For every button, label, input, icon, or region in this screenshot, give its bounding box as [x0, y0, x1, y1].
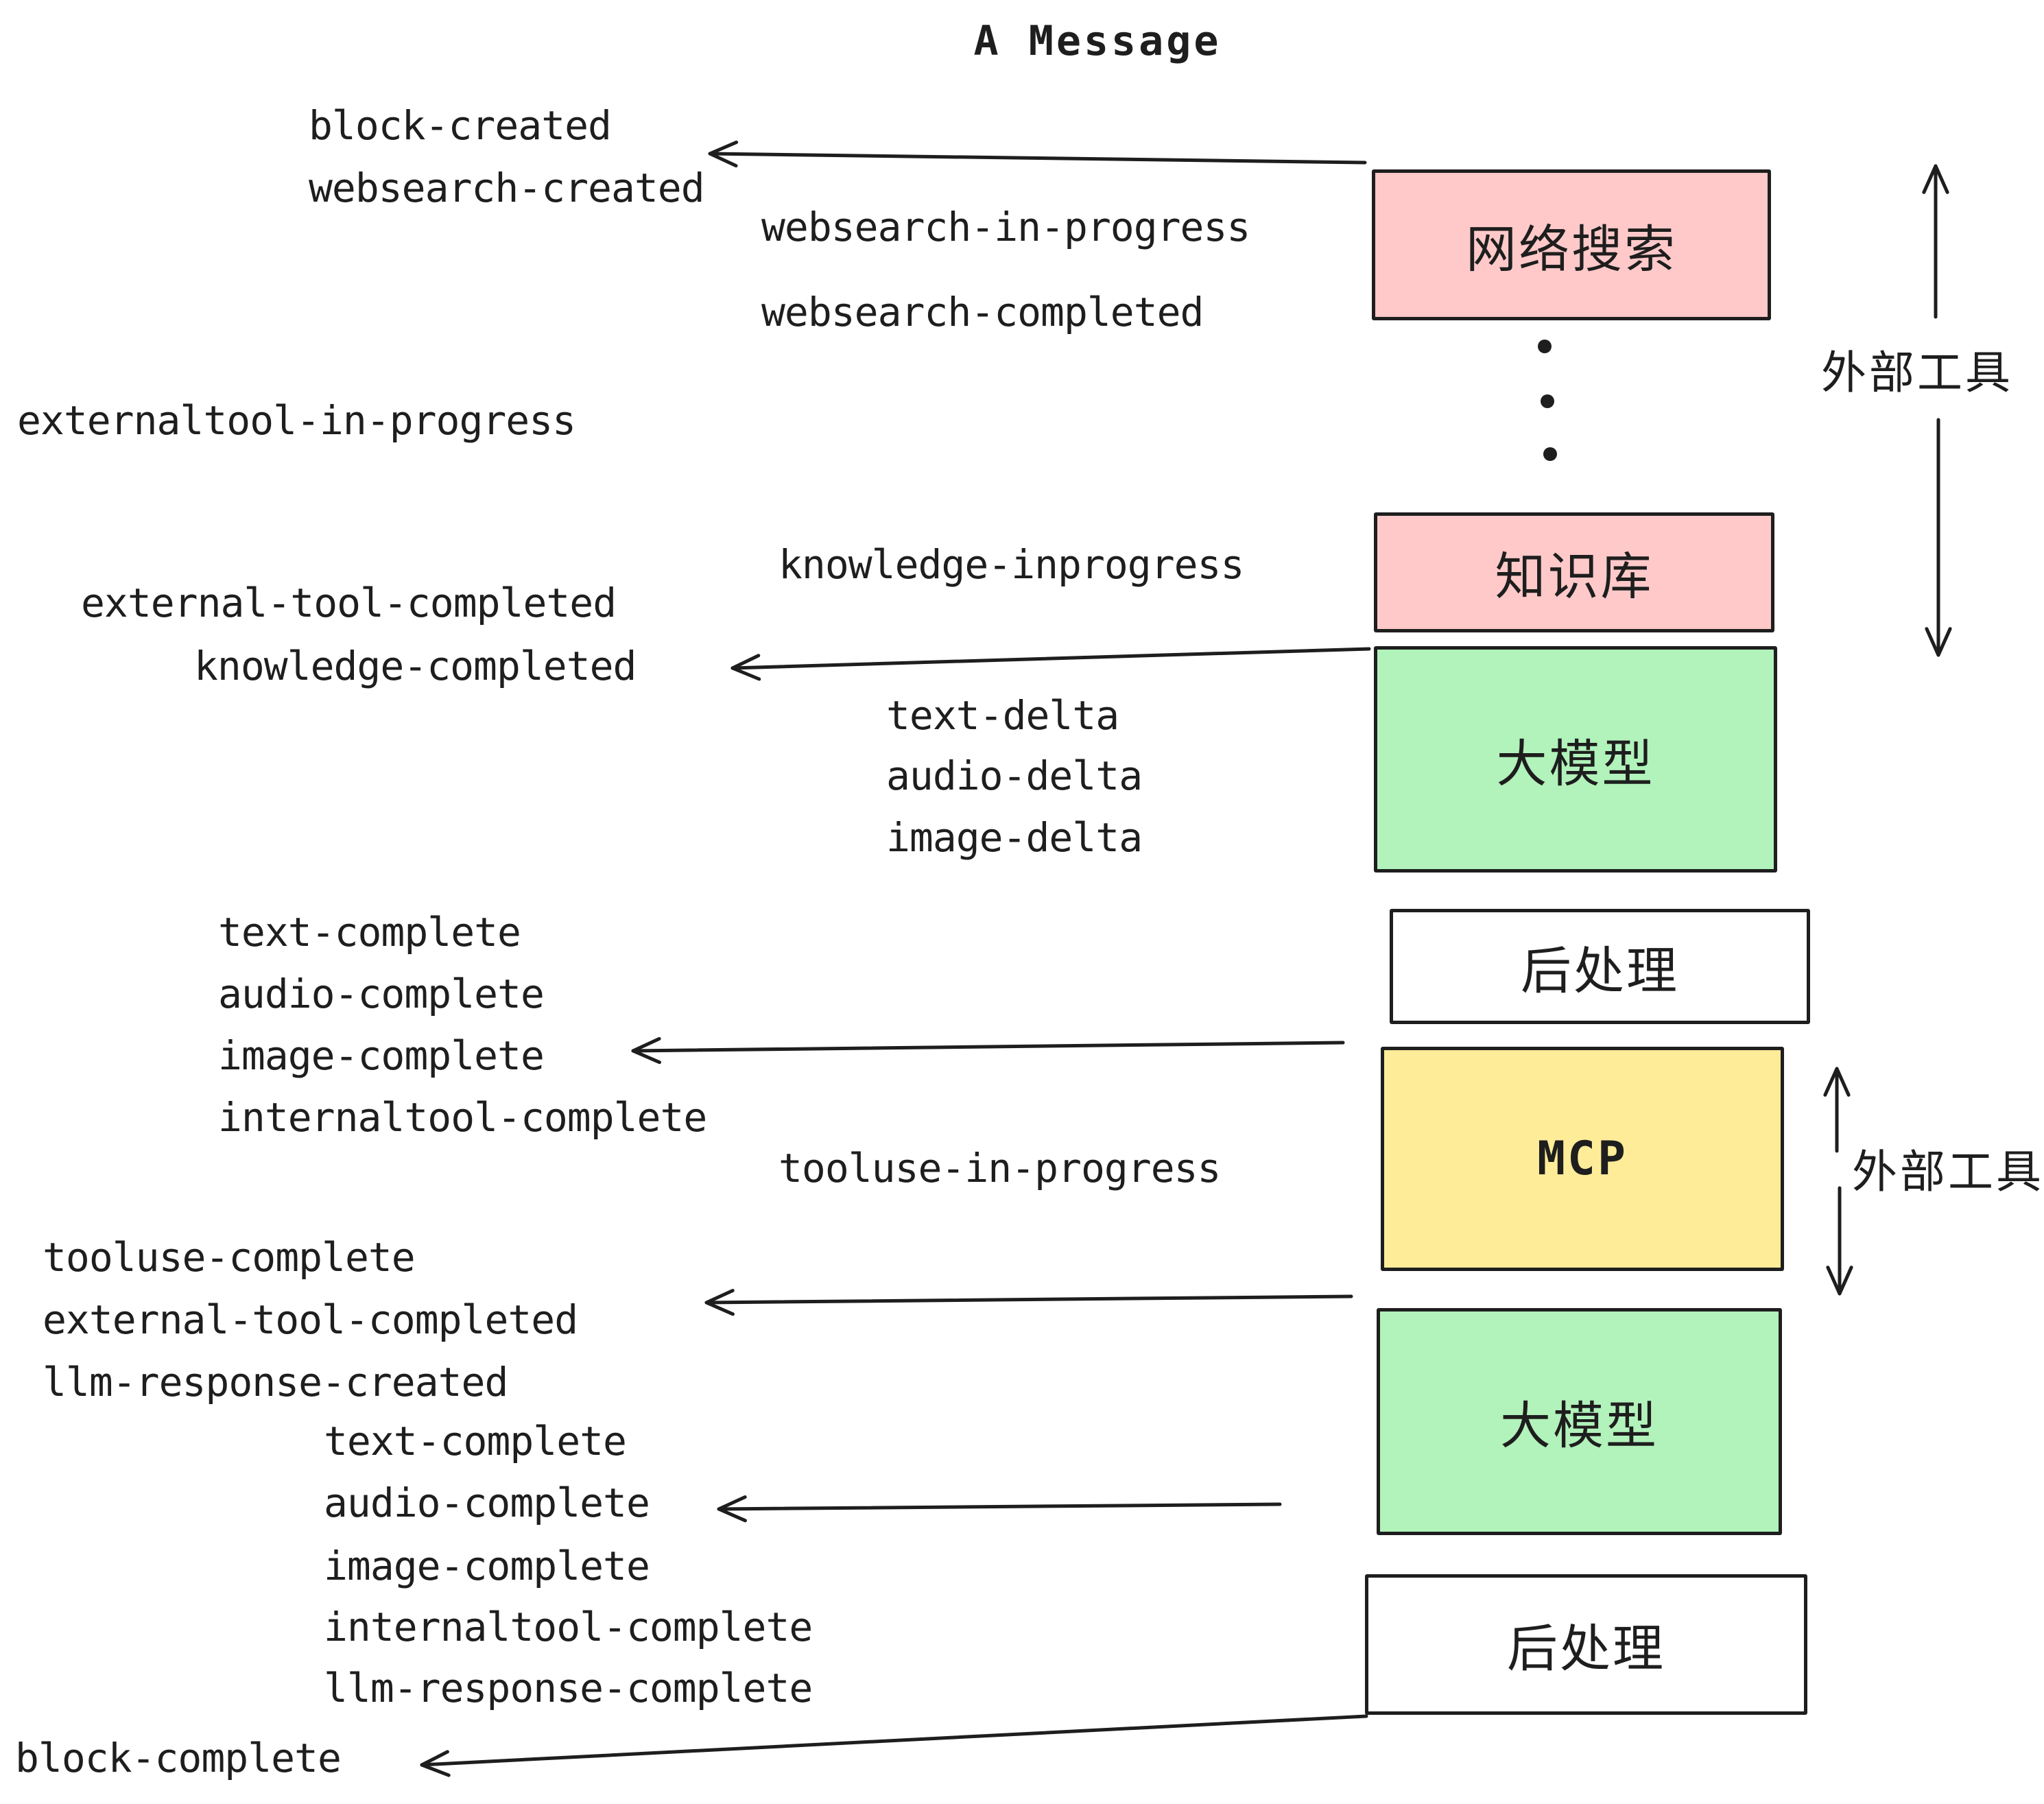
- arrow-external-tool-down-1: [1925, 418, 1952, 657]
- event-label-image-complete: image-complete: [324, 1543, 650, 1589]
- arrow-to-block-complete: [420, 1714, 1368, 1777]
- event-label-tooluse-in-progress: tooluse-in-progress: [779, 1145, 1221, 1191]
- process-box-label-knowledge: 知识库: [1495, 547, 1654, 606]
- process-box-websearch: 网络搜索: [1372, 169, 1771, 320]
- event-label-knowledge-completed: knowledge-completed: [194, 643, 637, 689]
- event-label-tooluse-complete: tooluse-complete: [43, 1234, 416, 1281]
- event-label-websearch-completed: websearch-completed: [761, 289, 1204, 335]
- process-box-label-mcp: MCP: [1537, 1132, 1628, 1186]
- process-box-llm-1: 大模型: [1374, 646, 1777, 873]
- arrow-to-tooluse-complete: [704, 1289, 1353, 1316]
- event-label-external-tool-completed: external-tool-completed: [81, 580, 617, 626]
- process-box-postprocess-2: 后处理: [1365, 1574, 1807, 1715]
- event-label-websearch-created: websearch-created: [309, 165, 705, 211]
- event-label-audio-delta: audio-delta: [886, 752, 1143, 799]
- event-label-llm-response-complete: llm-response-complete: [324, 1665, 813, 1711]
- process-box-knowledge: 知识库: [1374, 512, 1774, 632]
- diagram-title: A Message: [973, 17, 1222, 65]
- side-label-external-tools-1: 外部工具: [1821, 346, 2013, 399]
- event-label-block-created: block-created: [309, 102, 612, 149]
- event-label-block-complete: block-complete: [15, 1735, 342, 1781]
- event-label-knowledge-inprogress: knowledge-inprogress: [779, 541, 1244, 588]
- event-label-externaltool-in-progress: externaltool-in-progress: [17, 397, 576, 444]
- event-label-external-tool-completed: external-tool-completed: [43, 1296, 578, 1343]
- arrow-external-tool-down-2: [1826, 1186, 1853, 1296]
- event-label-text-complete: text-complete: [218, 909, 521, 956]
- process-box-postprocess-1: 后处理: [1390, 909, 1810, 1024]
- process-box-label-postprocess-1: 后处理: [1521, 941, 1679, 1001]
- ellipsis-dot-2: [1541, 394, 1554, 408]
- event-label-llm-response-created: llm-response-created: [43, 1359, 508, 1405]
- arrow-to-image-complete-1: [631, 1036, 1345, 1065]
- event-label-internaltool-complete: internaltool-complete: [218, 1094, 707, 1141]
- arrow-to-audio-complete-2: [717, 1495, 1282, 1523]
- arrow-external-tool-up-1: [1922, 164, 1949, 319]
- ellipsis-dot-1: [1538, 340, 1552, 353]
- event-label-audio-complete: audio-complete: [324, 1480, 650, 1526]
- process-box-label-websearch: 网络搜索: [1466, 219, 1677, 279]
- event-label-image-delta: image-delta: [886, 814, 1143, 861]
- event-label-image-complete: image-complete: [218, 1032, 545, 1079]
- arrow-to-knowledge-completed: [730, 647, 1371, 681]
- ellipsis-dot-3: [1543, 447, 1557, 461]
- process-box-label-llm-2: 大模型: [1500, 1397, 1659, 1456]
- event-label-text-complete: text-complete: [324, 1418, 627, 1464]
- event-label-text-delta: text-delta: [886, 692, 1119, 739]
- event-label-internaltool-complete: internaltool-complete: [324, 1604, 813, 1650]
- process-box-mcp: MCP: [1381, 1047, 1784, 1271]
- event-label-websearch-in-progress: websearch-in-progress: [761, 204, 1250, 250]
- process-box-label-llm-1: 大模型: [1496, 734, 1655, 794]
- side-label-external-tools-2: 外部工具: [1852, 1146, 2044, 1198]
- arrow-to-block-created: [708, 140, 1367, 168]
- process-box-label-postprocess-2: 后处理: [1507, 1619, 1665, 1678]
- process-box-llm-2: 大模型: [1377, 1308, 1782, 1535]
- arrow-external-tool-up-2: [1823, 1067, 1851, 1153]
- event-label-audio-complete: audio-complete: [218, 971, 545, 1017]
